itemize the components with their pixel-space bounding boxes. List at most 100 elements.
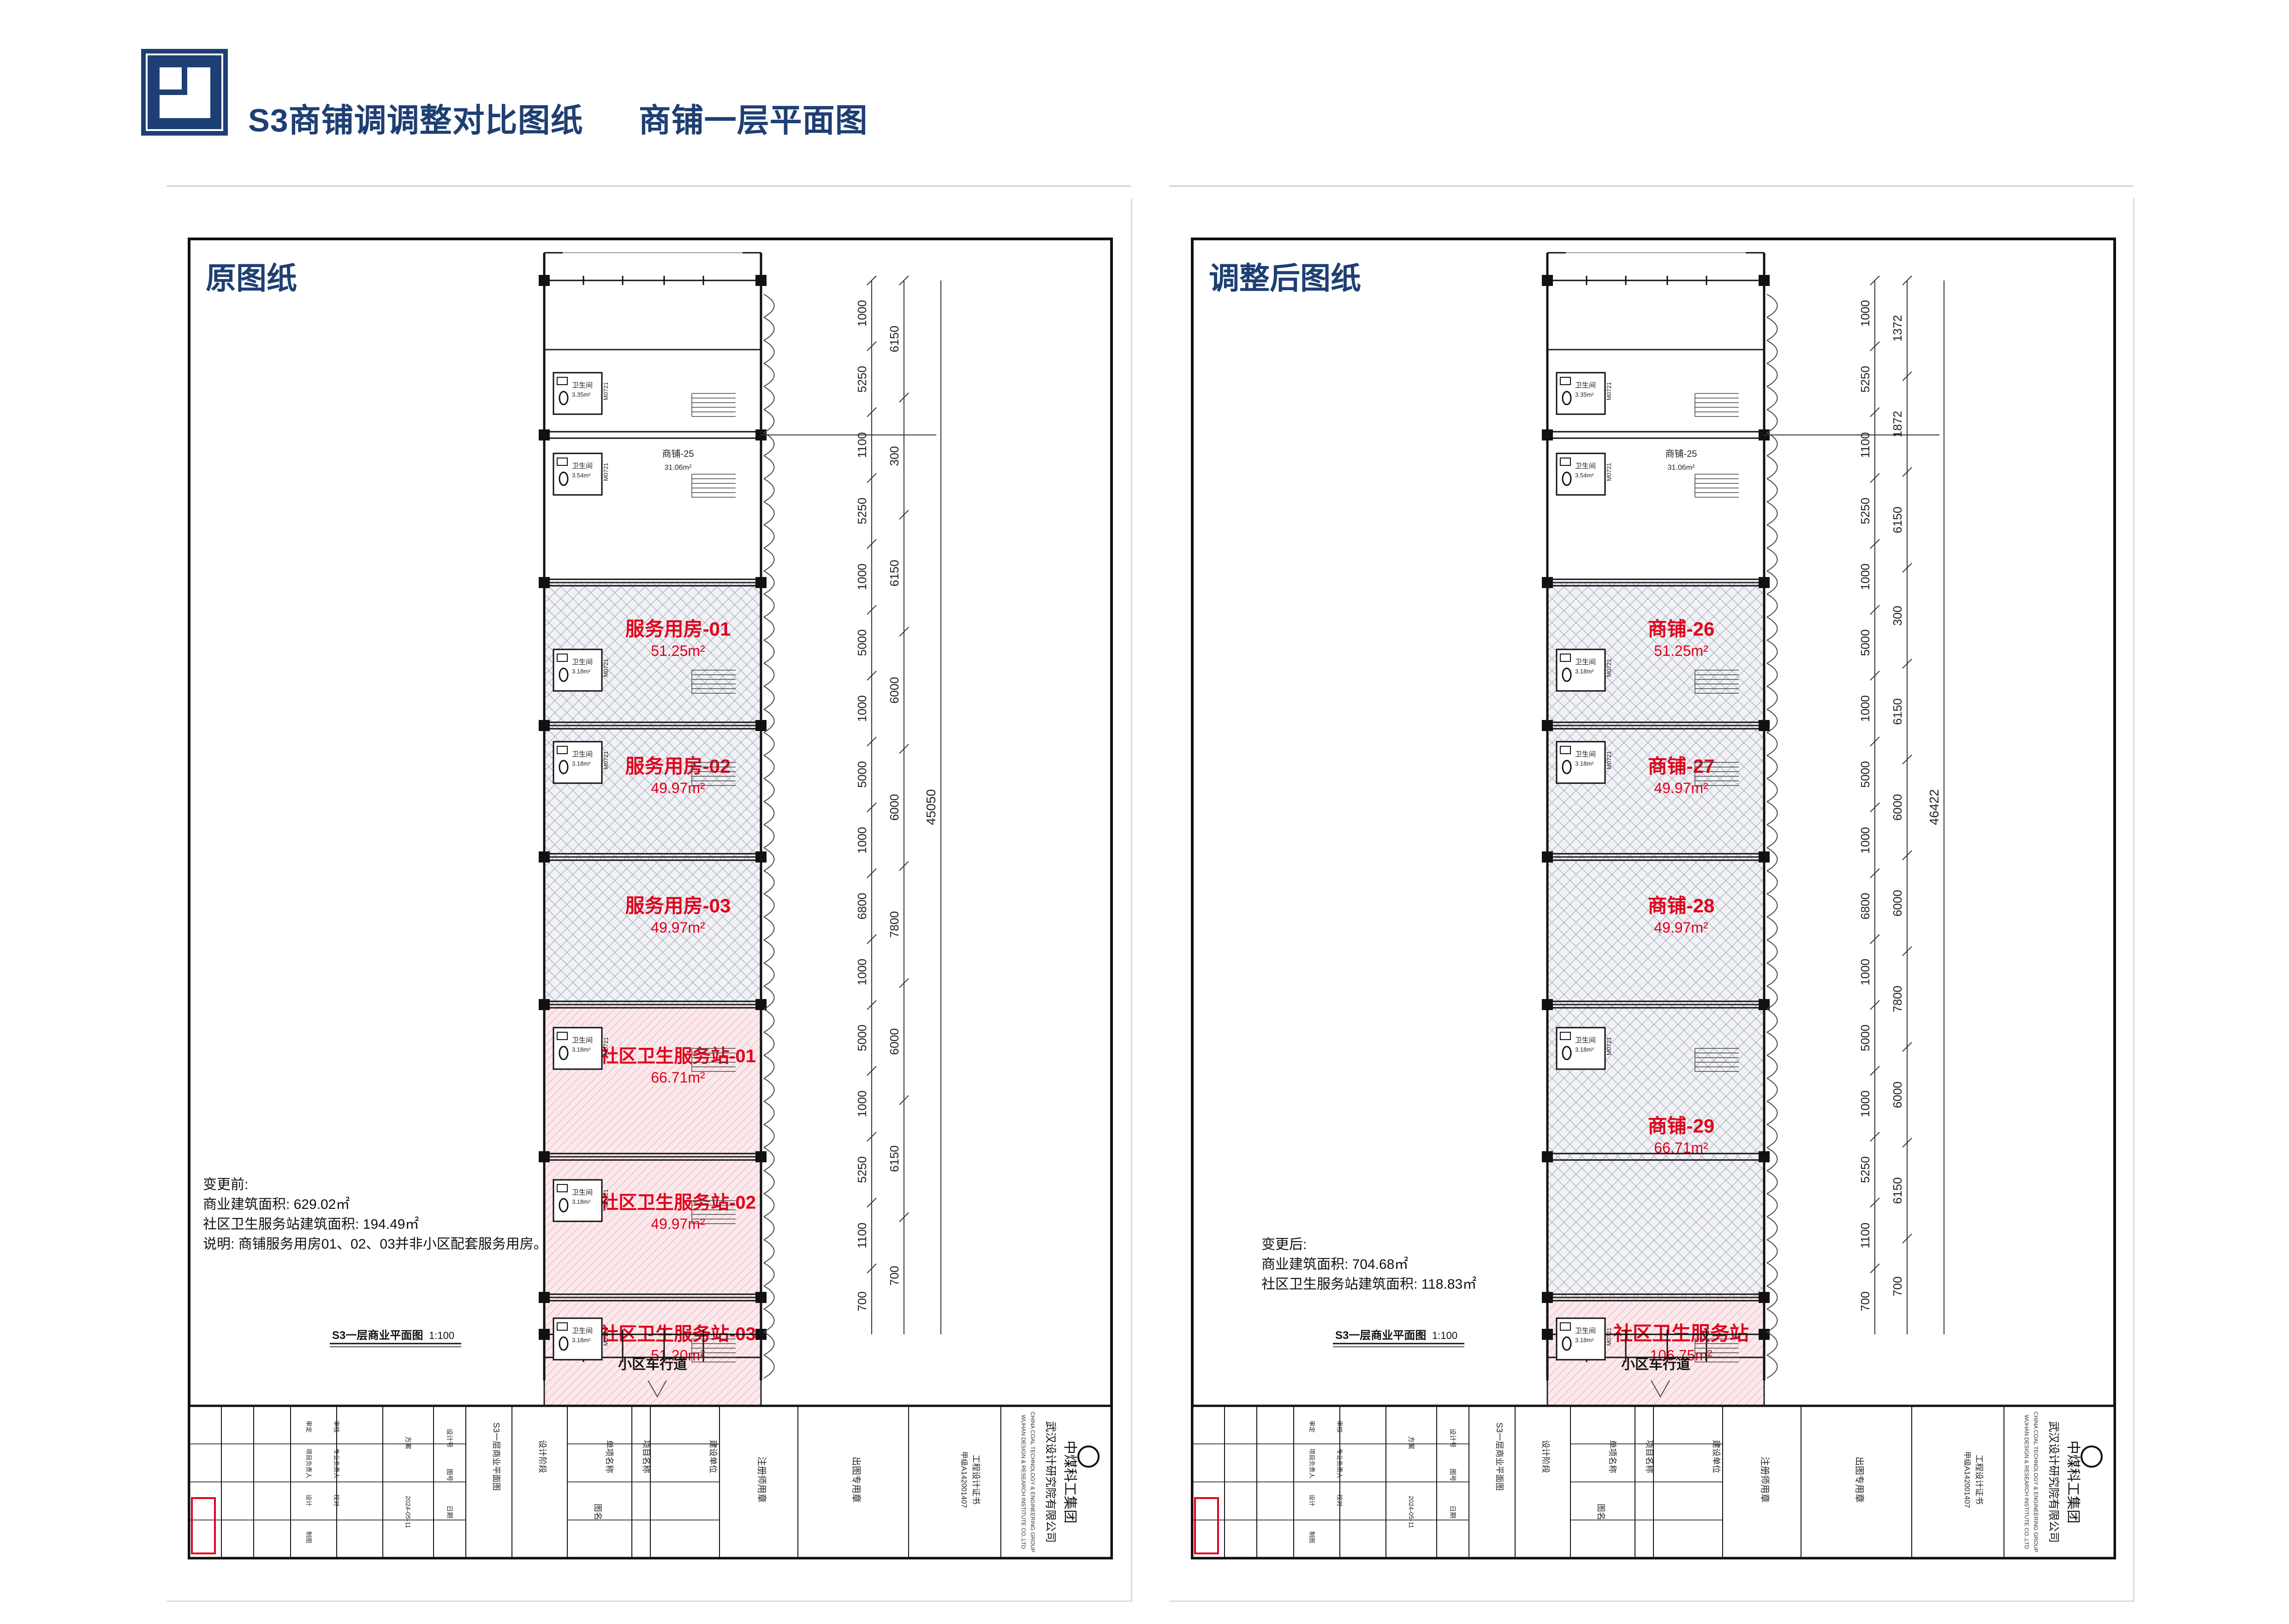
dim-tick: [899, 861, 909, 871]
dim-total: 46422: [1927, 789, 1941, 825]
door-swing: [763, 640, 775, 664]
door-tag: M0721: [602, 1037, 609, 1055]
date-cell: 日期: [1449, 1505, 1457, 1518]
dim-text: 700: [887, 1266, 901, 1285]
toilet-label: 卫生间: [572, 750, 593, 758]
door-swing: [1766, 893, 1778, 917]
signoff-cell: 项目负责人: [305, 1448, 312, 1478]
dim-text: 5250: [1858, 1156, 1872, 1183]
door-swing: [1766, 409, 1778, 433]
dim-text: 700: [1858, 1291, 1872, 1311]
dim-text: 1100: [1858, 432, 1872, 458]
dim-tick: [1902, 371, 1912, 381]
signoff-cell: 校对: [333, 1494, 340, 1506]
door-swing: [1766, 524, 1778, 548]
door-swing: [763, 916, 775, 940]
door-swing: [1766, 1124, 1778, 1148]
change-note: 变更后:: [1261, 1237, 1307, 1252]
door-swing: [1766, 963, 1778, 987]
toilet-fixture: [559, 391, 569, 405]
dim-tick: [867, 671, 877, 681]
door-swing: [763, 1101, 775, 1125]
dim-tick: [1870, 1000, 1880, 1010]
door-tag: M0721: [602, 1327, 609, 1346]
toilet-area: 3.18m²: [1575, 1337, 1594, 1344]
room-area: 31.06m²: [665, 464, 692, 472]
door-swing: [1766, 363, 1778, 387]
door-swing: [763, 1032, 775, 1056]
toilet-area: 3.18m²: [572, 1046, 591, 1053]
door-swing: [1766, 709, 1778, 733]
door-swing: [1766, 1009, 1778, 1033]
door-swing: [1766, 1147, 1778, 1171]
dim-text: 1100: [1858, 1223, 1872, 1249]
door-swing: [763, 893, 775, 917]
dim-tick: [1902, 563, 1912, 573]
dim-text: 6000: [887, 677, 901, 704]
door-swing: [763, 501, 775, 525]
dim-tick: [1870, 407, 1880, 417]
door-tag: M0721: [602, 1189, 609, 1208]
dim-tick: [1902, 1137, 1912, 1148]
toilet-label: 卫生间: [1575, 1036, 1596, 1044]
door-swing: [763, 1147, 775, 1171]
door-swing: [1766, 732, 1778, 756]
room-label: 商铺-25: [662, 449, 694, 459]
company-name: 中煤科工集团: [1062, 1440, 1077, 1523]
room-area: 49.97m²: [651, 780, 705, 797]
institute-name-en: WUHAN DESIGN & RESEARCH INSTITUTE CO.,LT…: [2023, 1415, 2030, 1549]
door-tag: M0721: [602, 659, 609, 677]
stamp-cell: 出图专用章: [851, 1457, 862, 1503]
dim-tick: [899, 510, 909, 520]
door-swing: [1766, 1078, 1778, 1102]
signoff-cell: 项目负责人: [1308, 1448, 1315, 1478]
stamp-cell: 注册师用章: [1760, 1457, 1770, 1503]
sheet-shadow-right: [1169, 198, 2134, 1602]
dim-tick: [867, 802, 877, 813]
room-label: 商铺-27: [1648, 755, 1715, 777]
door-tag: M0721: [602, 463, 609, 481]
approval-stamp: [1194, 1497, 1219, 1554]
room-area: 51.20m²: [651, 1347, 705, 1364]
sink-fixture: [1560, 746, 1571, 754]
dim-text: 5250: [1858, 498, 1872, 524]
change-note: 说明: 商铺服务用房01、02、03并非小区配套服务用房。: [203, 1237, 547, 1252]
sink-fixture: [557, 746, 568, 754]
door-swing: [1766, 1101, 1778, 1125]
dim-tick: [899, 744, 909, 754]
toilet-fixture: [559, 1198, 569, 1213]
toilet-area: 3.35m²: [572, 391, 591, 398]
dim-tick: [867, 539, 877, 549]
dim-text: 1872: [1891, 411, 1904, 438]
door-swing: [1766, 1032, 1778, 1056]
door-swing: [1766, 755, 1778, 779]
room-area: 49.97m²: [651, 919, 705, 936]
project-cell: 项目名称: [642, 1440, 651, 1473]
dim-tick: [867, 934, 877, 944]
door-swing: [763, 940, 775, 964]
road-label: 小区车行道: [1621, 1356, 1690, 1372]
dim-text: 1000: [1858, 564, 1872, 590]
toilet-area: 3.18m²: [572, 1337, 591, 1344]
door-swing: [763, 709, 775, 733]
door-swing: [763, 1170, 775, 1194]
sink-fixture: [1560, 377, 1571, 385]
change-note: 社区卫生服务站建筑面积: 194.49㎡: [203, 1217, 419, 1232]
toilet-area: 3.18m²: [1575, 760, 1594, 767]
signoff-cell: 审核: [333, 1421, 340, 1433]
change-note: 商业建筑面积: 704.68㎡: [1261, 1257, 1408, 1272]
company-emblem: [1077, 1446, 1100, 1468]
door-swing: [763, 340, 775, 364]
dim-text: 5000: [855, 761, 869, 788]
door-swing: [763, 1239, 775, 1263]
dim-text: 5000: [1858, 761, 1872, 788]
dim-text: 1372: [1891, 315, 1904, 342]
signoff-cell: 校对: [1336, 1494, 1343, 1506]
door-swing: [763, 455, 775, 479]
room-area: 49.97m²: [1654, 780, 1708, 797]
owner-cell: 建设单位: [1712, 1440, 1721, 1473]
dim-tick: [867, 407, 877, 417]
room-area: 106.75m²: [1650, 1347, 1712, 1364]
door-swing: [763, 824, 775, 848]
panel-heading: 原图纸: [206, 261, 297, 295]
